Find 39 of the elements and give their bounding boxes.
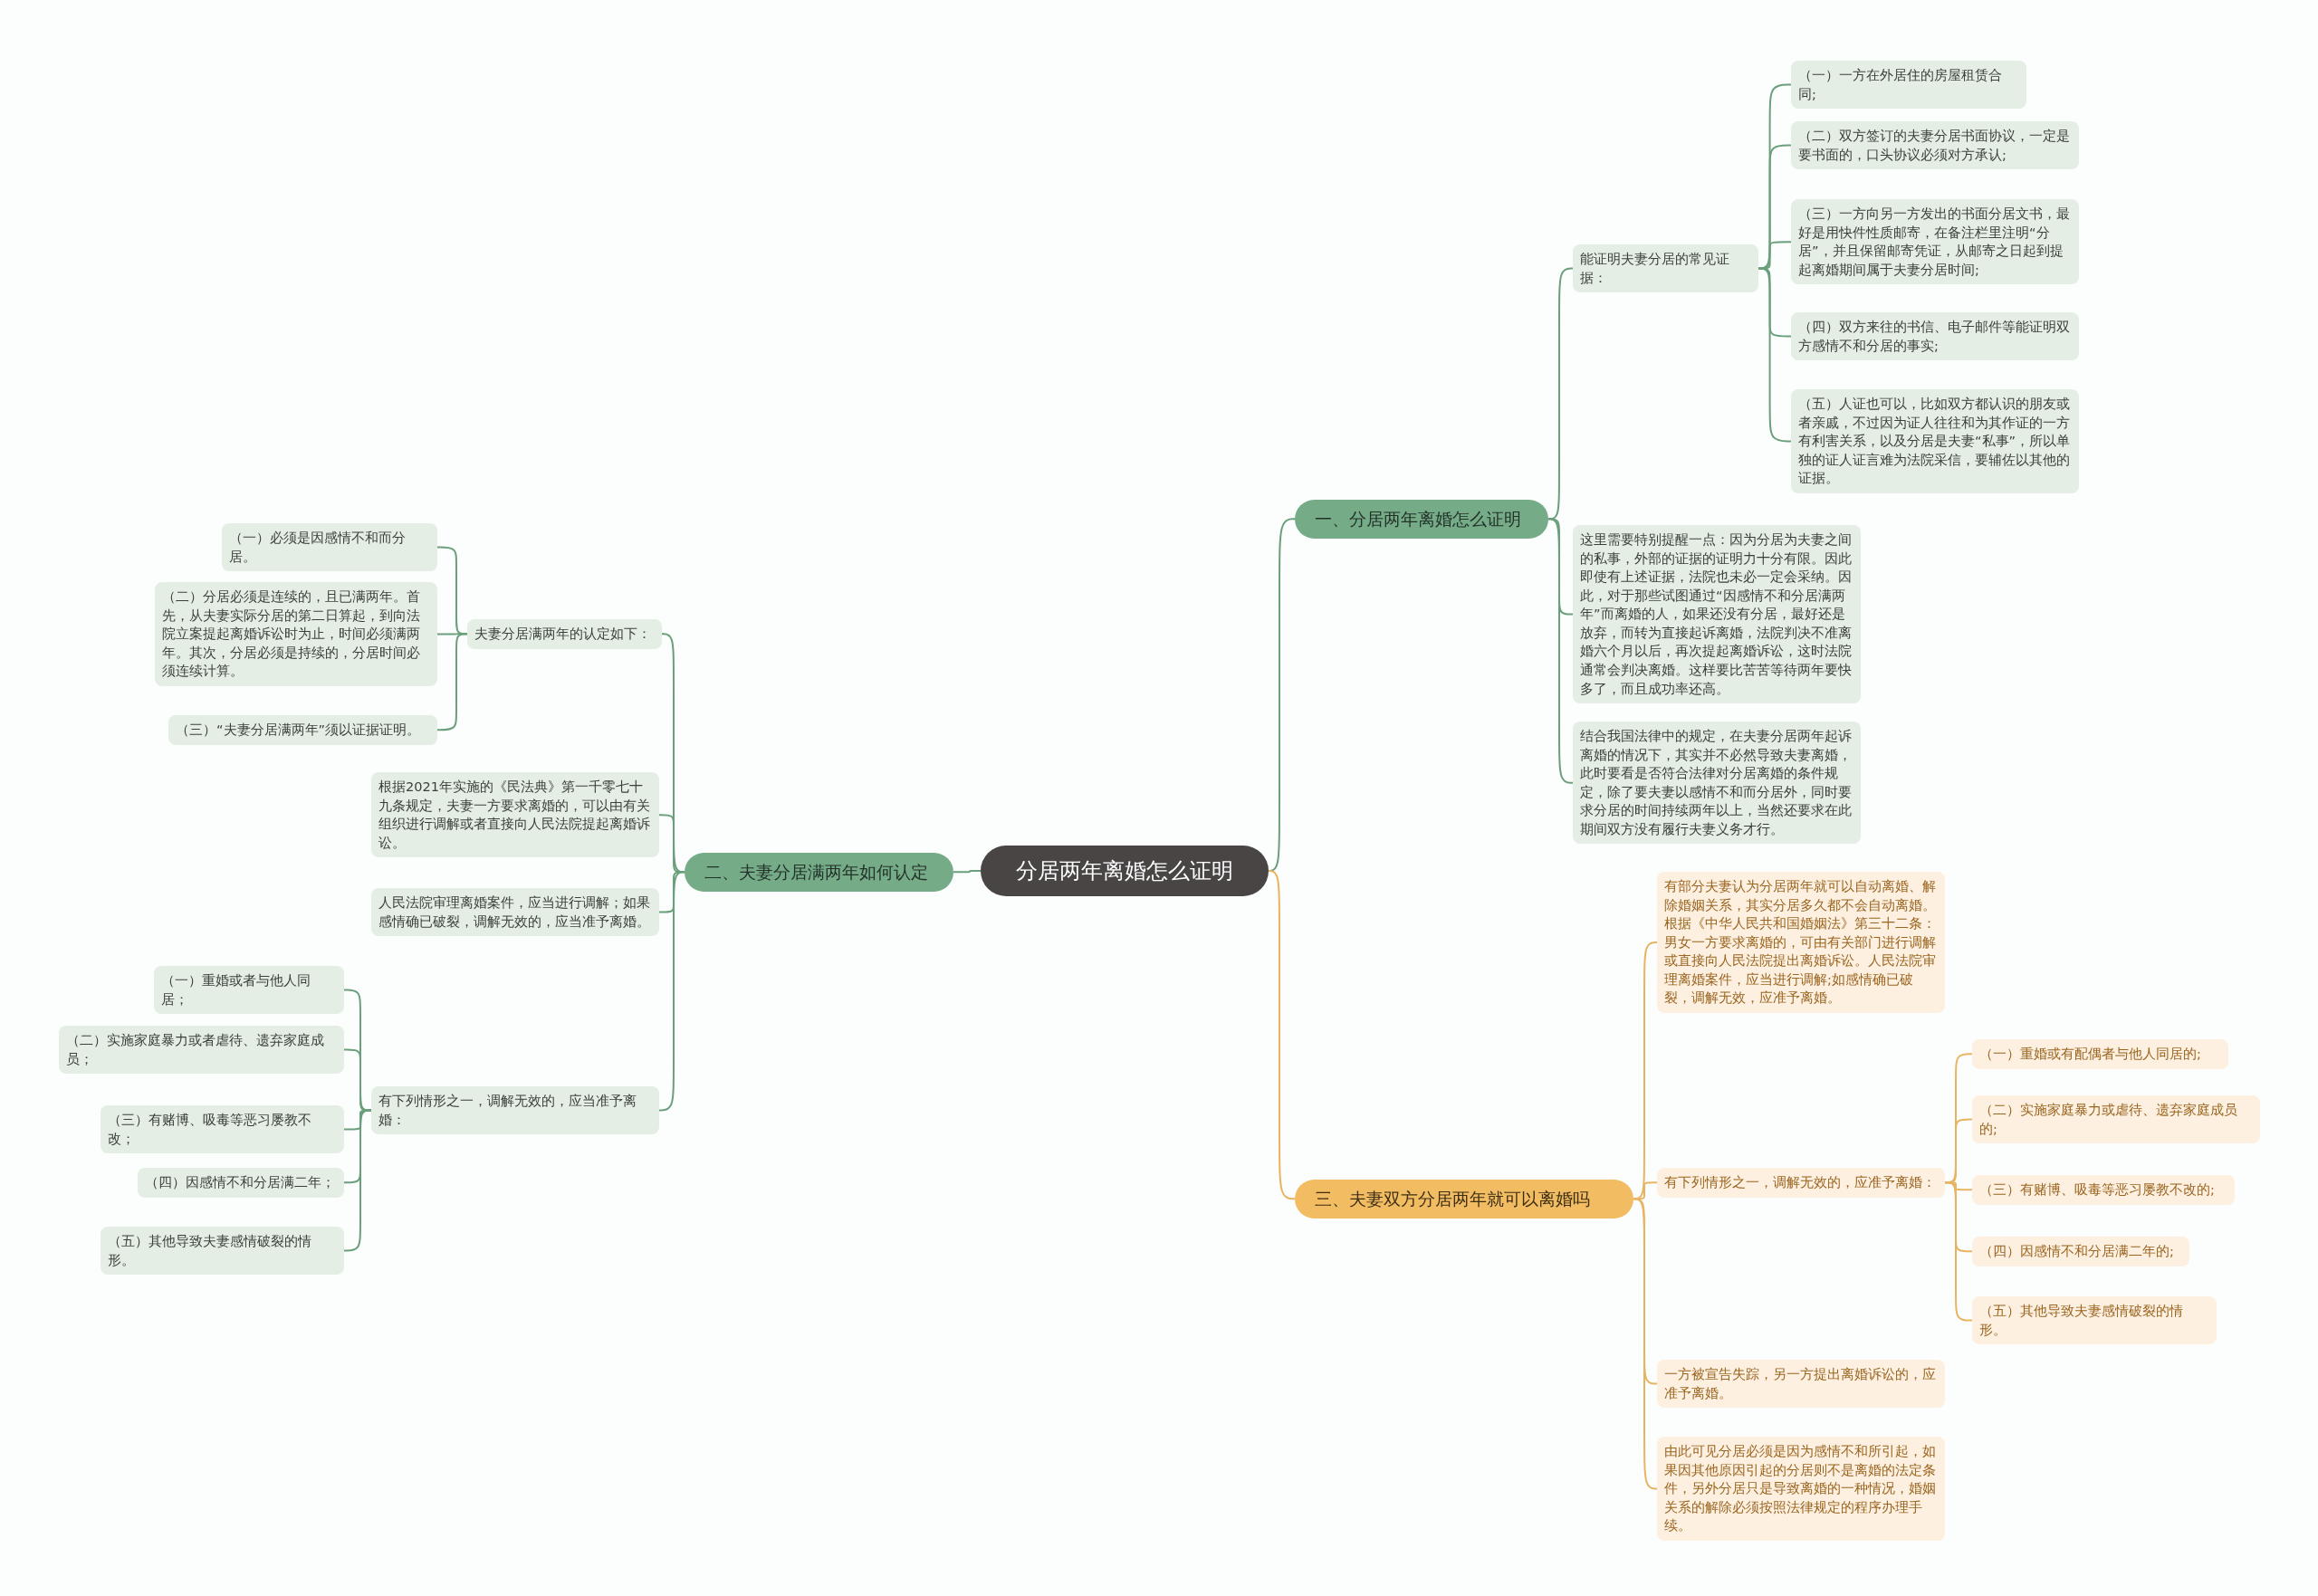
- subtopic-box: 一方被宣告失踪，另一方提出离婚诉讼的，应准予离婚。: [1657, 1360, 1945, 1409]
- subtopic-box: 有部分夫妻认为分居两年就可以自动离婚、解除婚姻关系，其实分居多久都不会自动离婚。根据《中华人民共和国婚姻法》第三十二条：男女一方要求离婚的，可由有关部门进行调解或直接向人民法院提出离婚诉讼。人民法院审理离婚案件，应当进行调解;如感情确已破裂，调解无效，应准予离婚。: [1657, 872, 1945, 1014]
- subtopic-box: 根据2021年实施的《民法典》第一千零七十九条规定，夫妻一方要求离婚的，可以由有关组织进行调解或者直接向人民法院提起离婚诉讼。: [371, 772, 659, 858]
- branch-topic: 二、夫妻分居满两年如何认定: [685, 853, 953, 892]
- connector-line: [1633, 1198, 1658, 1490]
- subtopic-box: （三）“夫妻分居满两年”须以证据证明。: [168, 715, 437, 745]
- branch-topic: 一、分居两年离婚怎么证明: [1295, 500, 1548, 539]
- subtopic-box: （二）实施家庭暴力或者虐待、遗弃家庭成员；: [59, 1026, 344, 1075]
- subtopic-box: 由此可见分居必须是因为感情不和所引起，如果因其他原因引起的分居则不是离婚的法定条件，另外分居只是导致离婚的一种情况，婚姻关系的解除必须按照法律规定的程序办理手续。: [1657, 1437, 1945, 1541]
- subtopic-box: （二）实施家庭暴力或虐待、遗弃家庭成员的;: [1972, 1095, 2260, 1144]
- subtopic-box: （一）必须是因感情不和而分居。: [222, 523, 437, 572]
- connector-line: [1547, 518, 1574, 784]
- subtopic-box: （五）人证也可以，比如双方都认识的朋友或者亲戚，不过因为证人往往和为其作证的一方有利害关系，以及分居是夫妻“私事”，所以单独的证人证言难为法院采信，要辅佐以其他的证据。: [1791, 389, 2079, 493]
- subtopic-box: （一）重婚或者与他人同居；: [154, 966, 344, 1015]
- subtopic-box: （五）其他导致夫妻感情破裂的情形。: [1972, 1296, 2217, 1345]
- branch-topic: 三、夫妻双方分居两年就可以离婚吗: [1295, 1180, 1633, 1219]
- subtopic-box: 这里需要特别提醒一点：因为分居为夫妻之间的私事，外部的证据的证明力十分有限。因此即使有上述证据，法院也未必一定会采纳。因此，对于那些试图通过“因感情不和分居满两年”而离婚的人，如果还没有分居，最好还是放弃，而转为直接起诉离婚，法院判决不准离婚六个月以后，再次提起离婚诉讼，这时法院通常会判决离婚。这样要比苦苦等待两年要快多了，而且成功率还高。: [1573, 525, 1861, 704]
- subtopic-box: （三）有赌博、吸毒等恶习屡教不改；: [101, 1105, 344, 1154]
- subtopic-box: 有下列情形之一，调解无效的，应当准予离婚：: [371, 1086, 659, 1135]
- subtopic-box: （四）因感情不和分居满二年的;: [1972, 1237, 2189, 1266]
- subtopic-box: （四）因感情不和分居满二年；: [138, 1168, 344, 1198]
- connector-line: [658, 871, 685, 1112]
- subtopic-box: （四）双方来往的书信、电子邮件等能证明双方感情不和分居的事实;: [1791, 312, 2079, 361]
- subtopic-box: （三）一方向另一方发出的书面分居文书，最好是用快件性质邮寄，在备注栏里注明“分居”，并且保留邮寄凭证，从邮寄之日起到提起离婚期间属于夫妻分居时间;: [1791, 199, 2079, 285]
- subtopic-box: （五）其他导致夫妻感情破裂的情形。: [101, 1227, 344, 1276]
- central-topic: 分居两年离婚怎么证明: [981, 846, 1269, 896]
- subtopic-box: 有下列情形之一，调解无效的，应准予离婚：: [1657, 1168, 1945, 1198]
- subtopic-box: 人民法院审理离婚案件，应当进行调解；如果感情确已破裂，调解无效的，应当准予离婚。: [371, 888, 659, 937]
- connector-line: [1268, 870, 1296, 1200]
- connector-line: [1758, 267, 1792, 443]
- subtopic-box: 能证明夫妻分居的常见证据：: [1573, 244, 1758, 293]
- subtopic-box: （二）分居必须是连续的，且已满两年。首先，从夫妻实际分居的第二日算起，到向法院立案提起离婚诉讼时为止，时间必须满两年。其次，分居必须是持续的，分居时间必须连续计算。: [155, 582, 437, 686]
- connector-line: [953, 870, 982, 874]
- subtopic-box: 夫妻分居满两年的认定如下：: [467, 619, 662, 649]
- subtopic-box: 结合我国法律中的规定，在夫妻分居两年起诉离婚的情况下，其实并不必然导致夫妻离婚，此时要看是否符合法律对分居离婚的条件规定，除了要夫妻以感情不和而分居外，同时要求分居的时间持续两年以上，当然还要求在此期间双方没有履行夫妻义务才行。: [1573, 722, 1861, 845]
- subtopic-box: （三）有赌博、吸毒等恶习屡教不改的;: [1972, 1175, 2235, 1205]
- subtopic-box: （二）双方签订的夫妻分居书面协议，一定是要书面的，口头协议必须对方承认;: [1791, 121, 2079, 170]
- subtopic-box: （一）一方在外居住的房屋租赁合同;: [1791, 61, 2026, 110]
- subtopic-box: （一）重婚或有配偶者与他人同居的;: [1972, 1039, 2228, 1069]
